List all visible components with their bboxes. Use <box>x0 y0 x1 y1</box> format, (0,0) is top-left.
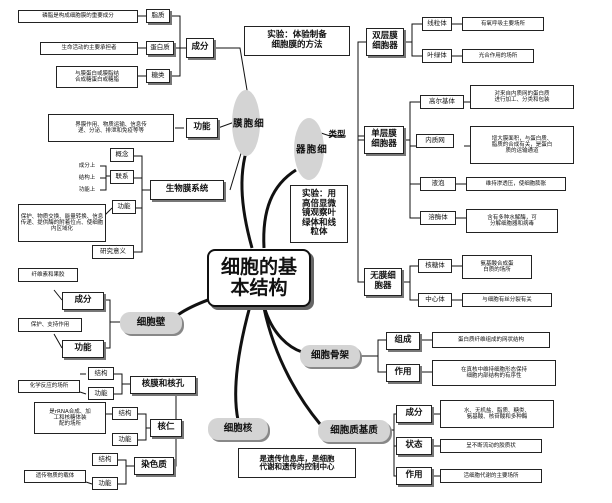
envelope-function-desc: 化学反应的场所 <box>18 380 80 393</box>
skeleton-composition-desc: 蛋白质纤维组成的网状结构 <box>432 332 550 348</box>
mitochondria-desc: 有氧呼吸主要场所 <box>462 17 544 31</box>
membrane-sugar-desc: 与膜蛋白或膜脂结 合成糖蛋白或糖脂 <box>56 66 138 88</box>
matrix-state-desc: 呈不断流动的胶质状 <box>440 439 542 453</box>
membrane-function-desc: 界膜作用、物质运输、信息传 递、分泌、排泄和免疫等等 <box>48 114 174 142</box>
wall-function-desc: 保护、支持作用 <box>18 318 82 332</box>
membrane-function: 功能 <box>186 118 218 138</box>
chromatin-function: 功能 <box>92 477 118 490</box>
matrix-node: 细胞质基质 <box>318 420 390 442</box>
non-membrane: 无膜细 胞器 <box>364 268 402 296</box>
chloroplast: 叶绿体 <box>422 49 452 63</box>
organelle-experiment: 实验：用 高倍显微 镜观察叶 绿体和线 粒体 <box>290 185 348 243</box>
nucleus-desc: 是遗传信息库，是细胞 代谢和遗传的控制中心 <box>238 448 356 478</box>
nucleolus-function: 功能 <box>112 433 138 446</box>
matrix-function-desc: 活细胞代谢的主要场所 <box>440 469 542 483</box>
contact-item-structure: 结构上 <box>78 174 96 181</box>
system-contact: 联系 <box>110 170 134 184</box>
envelope-structure: 结构 <box>88 367 114 380</box>
membrane-protein: 蛋白质 <box>146 41 174 55</box>
skeleton-node: 细胞骨架 <box>300 345 360 367</box>
system-function-desc: 保护、物质交换、能量转换、信息传递、提供酶的附着位点、使细胞内区域化 <box>18 204 106 242</box>
chromatin: 染色质 <box>134 457 174 475</box>
membrane-node: 细 胞 膜 <box>231 90 263 156</box>
membrane-lipid-desc: 磷脂是构成细胞膜的重要成分 <box>18 10 138 23</box>
lysosome-desc: 含有多种水解酶，可 分解细胞器和病毒 <box>466 209 558 233</box>
contact-item-composition: 成分上 <box>78 162 96 169</box>
double-membrane: 双层膜 细胞器 <box>366 28 404 56</box>
chromatin-structure: 结构 <box>92 453 118 466</box>
membrane-system: 生物膜系统 <box>150 180 224 200</box>
membrane-lipid: 脂质 <box>146 9 170 23</box>
ribosome: 核糖体 <box>418 259 452 273</box>
center-node: 细胞的基 本结构 <box>207 249 311 307</box>
wall-composition: 成分 <box>62 292 104 310</box>
system-significance: 研究意义 <box>92 245 134 259</box>
wall-function: 功能 <box>62 340 104 358</box>
organelle-type: 类型 <box>328 130 346 141</box>
matrix-composition: 成分 <box>396 405 432 423</box>
system-function: 功能 <box>112 200 136 214</box>
matrix-function: 作用 <box>396 467 432 485</box>
nucleolus-structure: 结构 <box>112 407 138 420</box>
er: 内质网 <box>416 134 454 148</box>
membrane-composition: 成分 <box>186 38 214 58</box>
wall-composition-desc: 纤维素和果胶 <box>18 268 78 282</box>
matrix-composition-desc: 水、无机盐、脂质、糖类、 氨基酸、核苷酸和多种酶 <box>440 400 554 428</box>
matrix-state: 状态 <box>396 437 432 455</box>
chromatin-function-desc: 遗传物质的载体 <box>24 470 86 483</box>
ribosome-desc: 氨基酸合成蛋 白质的场所 <box>462 255 532 279</box>
envelope-function: 功能 <box>88 387 114 400</box>
golgi-desc: 对来自内质网的蛋白质 进行加工、分类和包装 <box>470 85 574 109</box>
nucleolus: 核仁 <box>150 419 182 437</box>
single-membrane: 单层膜 细胞器 <box>364 126 404 154</box>
nuclear-envelope: 核膜和核孔 <box>130 376 196 394</box>
mitochondria: 线粒体 <box>422 17 452 31</box>
centrosome: 中心体 <box>418 293 452 307</box>
centrosome-desc: 与细胞有丝分裂有关 <box>462 293 552 307</box>
contact-item-function: 功能上 <box>78 186 96 193</box>
er-desc: 增大膜面积，与蛋白质、 脂质的合成有关，是蛋白 质的运输通道 <box>470 126 574 164</box>
system-concept: 概念 <box>110 148 134 162</box>
skeleton-composition: 组成 <box>386 332 420 350</box>
nucleolus-function-desc: 是rRNA合成、加 工和核糖体装 配的场所 <box>34 402 106 434</box>
membrane-experiment: 实验：体验制备 细胞膜的方法 <box>244 26 350 56</box>
skeleton-function: 作用 <box>386 364 420 382</box>
lysosome: 溶酶体 <box>420 211 456 225</box>
chloroplast-desc: 光合作用的场所 <box>462 49 534 63</box>
vacuole: 液泡 <box>420 177 456 191</box>
skeleton-function-desc: 在真核中维持细胞形态保持 细胞内部结构的有序性 <box>432 360 556 386</box>
wall-node: 细胞壁 <box>120 312 182 334</box>
golgi: 高尔基体 <box>420 95 464 109</box>
nucleus-node: 细胞核 <box>208 418 268 440</box>
membrane-sugar: 糖类 <box>146 69 170 83</box>
vacuole-desc: 维持渗透压，使细胞膨胀 <box>466 177 566 191</box>
organelle-node: 细 胞 器 <box>294 118 326 180</box>
membrane-protein-desc: 生命活动的主要承担者 <box>40 42 138 55</box>
